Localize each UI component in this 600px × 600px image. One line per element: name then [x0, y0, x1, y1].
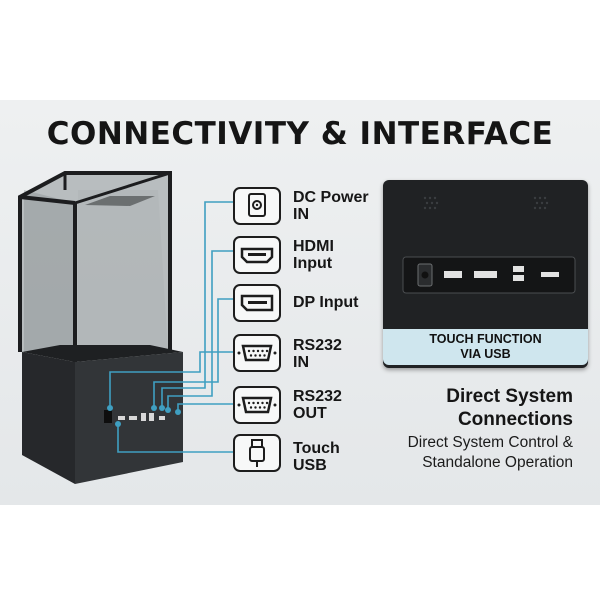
serial-port-in-icon [233, 334, 281, 372]
serial-port-out-icon [233, 386, 281, 424]
page-title: CONNECTIVITY & INTERFACE [46, 116, 554, 152]
hdmi-port-icon [233, 236, 281, 274]
rear-panel-detail [402, 196, 576, 294]
displayport-icon [233, 284, 281, 322]
usb-plug-icon [233, 434, 281, 472]
dc-power-icon [233, 187, 281, 225]
speaker-grille-left [423, 196, 439, 210]
port-label-dp: DP Input [293, 294, 359, 311]
speaker-grille-right [533, 196, 549, 210]
direct-control-subtitle: Direct System Control &Standalone Operat… [407, 434, 573, 471]
